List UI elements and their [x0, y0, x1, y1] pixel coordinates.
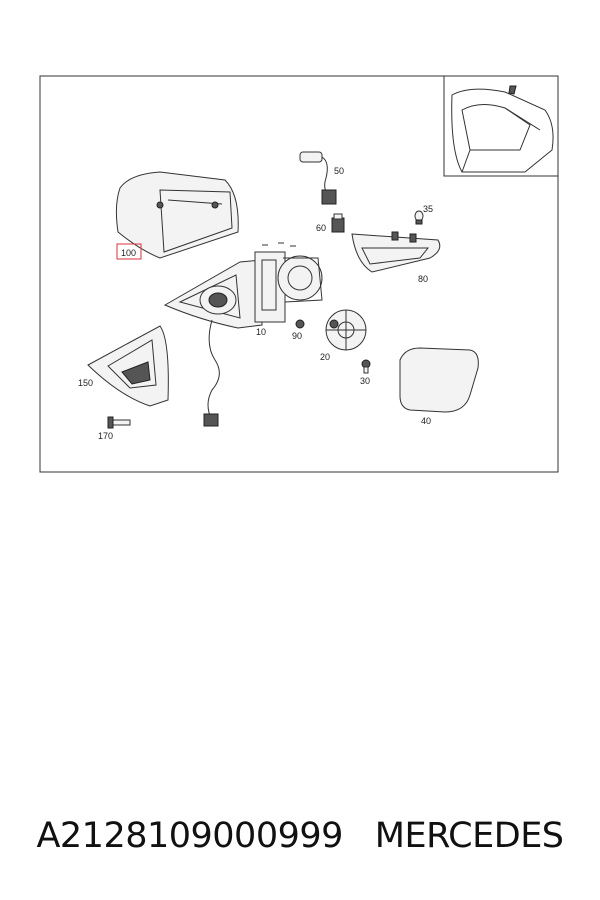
car-location-inset	[443, 75, 559, 177]
part-40-mirror-glass[interactable]	[399, 347, 479, 413]
label-35: 35	[423, 204, 433, 214]
part-number: A2128109000999	[36, 816, 343, 856]
part-20-adjuster-plate[interactable]	[325, 309, 367, 351]
part-90-screw[interactable]	[295, 319, 305, 329]
label-60: 60	[316, 223, 326, 233]
label-100: 100	[121, 248, 136, 258]
label-30: 30	[360, 376, 370, 386]
label-90: 90	[292, 331, 302, 341]
brand-name: MERCEDES	[374, 816, 564, 856]
label-20: 20	[320, 352, 330, 362]
part-170-screw[interactable]	[107, 416, 131, 429]
label-170: 170	[98, 431, 113, 441]
part-100-mirror-cover[interactable]	[115, 171, 239, 259]
exploded-parts-diagram: 50 35 60 80 10 90 20 30 40 150 170 100	[39, 75, 559, 473]
part-150-lower-trim[interactable]	[87, 325, 169, 407]
part-30-screw[interactable]	[361, 359, 371, 374]
part-50-connector[interactable]	[299, 151, 337, 205]
caption-spacer	[343, 816, 375, 856]
label-10: 10	[256, 327, 266, 337]
part-10-mirror-housing[interactable]	[163, 242, 323, 427]
part-number-caption: A2128109000999 MERCEDES	[0, 808, 600, 864]
part-60-clip[interactable]	[331, 213, 345, 233]
part-35-bulb[interactable]	[414, 210, 424, 225]
label-50: 50	[334, 166, 344, 176]
part-80-indicator-housing[interactable]	[351, 231, 441, 273]
label-100-highlight[interactable]: 100	[116, 243, 142, 260]
label-80: 80	[418, 274, 428, 284]
label-150: 150	[78, 378, 93, 388]
label-40: 40	[421, 416, 431, 426]
